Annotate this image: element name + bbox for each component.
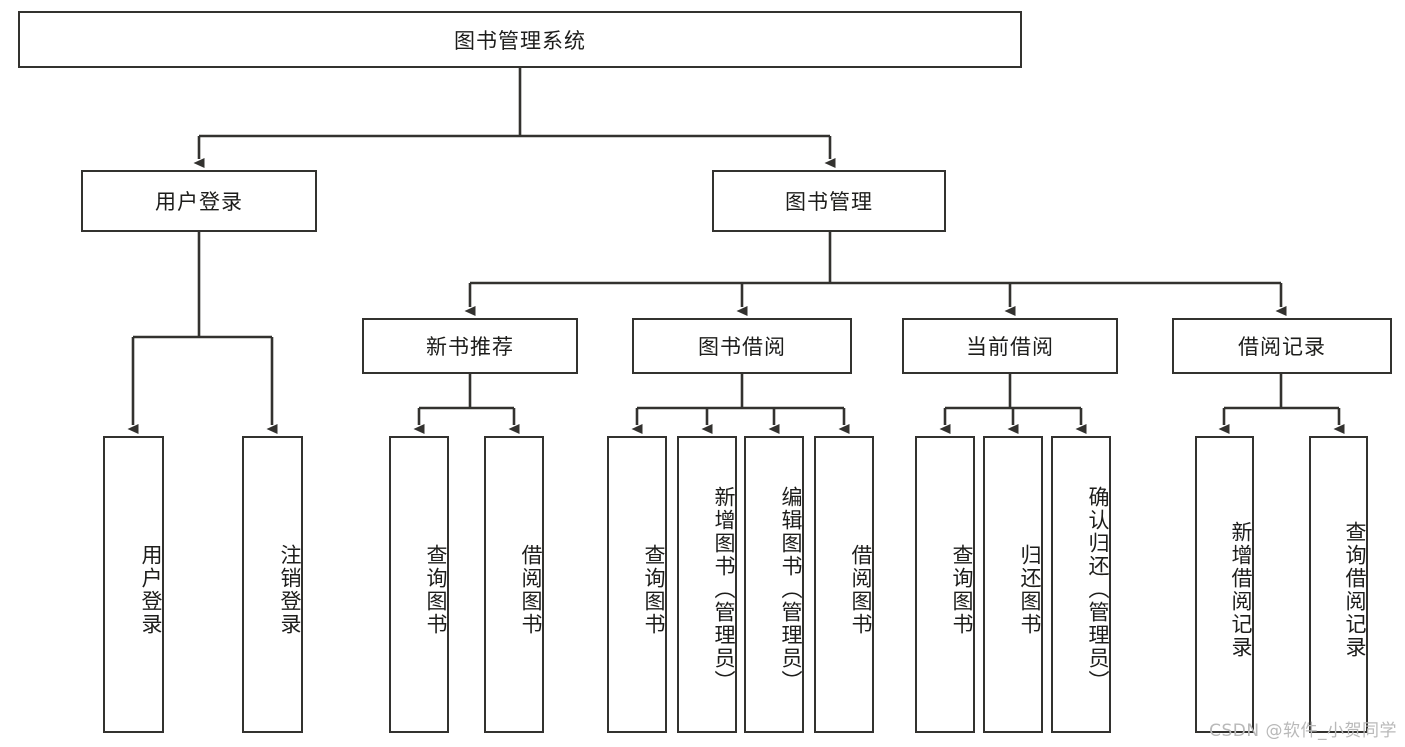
node-label: 归还图书 [1018,543,1042,636]
node-label: 查询图书 [424,543,448,636]
leaf-record-query-record[interactable]: 查询借阅记录 [1309,436,1368,733]
watermark-text: CSDN @软件_小贺同学 [1209,721,1397,741]
node-label: 借阅记录 [1238,335,1326,359]
node-book-management[interactable]: 图书管理 [712,170,946,232]
node-label: 编辑图书（管理员） [779,486,803,693]
node-label: 用户登录 [139,543,163,636]
node-borrow-record[interactable]: 借阅记录 [1172,318,1392,374]
node-label: 查询图书 [642,543,666,636]
node-root[interactable]: 图书管理系统 [18,11,1022,68]
leaf-recommend-query-book[interactable]: 查询图书 [389,436,449,733]
leaf-borrow-add-book-admin[interactable]: 新增图书（管理员） [677,436,737,733]
node-label: 图书管理系统 [454,28,586,53]
node-label: 用户登录 [155,190,243,214]
leaf-user-login-signout[interactable]: 注销登录 [242,436,303,733]
leaf-borrow-borrow-book[interactable]: 借阅图书 [814,436,874,733]
node-label: 当前借阅 [966,335,1054,359]
leaf-borrow-edit-book-admin[interactable]: 编辑图书（管理员） [744,436,804,733]
leaf-record-add-record[interactable]: 新增借阅记录 [1195,436,1254,733]
leaf-user-login-signin[interactable]: 用户登录 [103,436,164,733]
node-user-login[interactable]: 用户登录 [81,170,317,232]
node-label: 新书推荐 [426,335,514,359]
node-label: 新增图书（管理员） [712,486,736,693]
leaf-recommend-borrow-book[interactable]: 借阅图书 [484,436,544,733]
node-label: 查询图书 [950,543,974,636]
leaf-borrow-query-book[interactable]: 查询图书 [607,436,667,733]
leaf-current-confirm-return-admin[interactable]: 确认归还（管理员） [1051,436,1111,733]
node-label: 确认归还（管理员） [1086,486,1110,693]
node-label: 借阅图书 [519,543,543,636]
node-label: 新增借阅记录 [1229,520,1253,659]
node-label: 借阅图书 [849,543,873,636]
node-label: 图书管理 [785,190,873,214]
node-label: 图书借阅 [698,335,786,359]
node-label: 查询借阅记录 [1343,520,1367,659]
node-new-book-recommend[interactable]: 新书推荐 [362,318,578,374]
node-current-borrow[interactable]: 当前借阅 [902,318,1118,374]
leaf-current-return-book[interactable]: 归还图书 [983,436,1043,733]
leaf-current-query-book[interactable]: 查询图书 [915,436,975,733]
node-book-borrow[interactable]: 图书借阅 [632,318,852,374]
node-label: 注销登录 [278,543,302,636]
